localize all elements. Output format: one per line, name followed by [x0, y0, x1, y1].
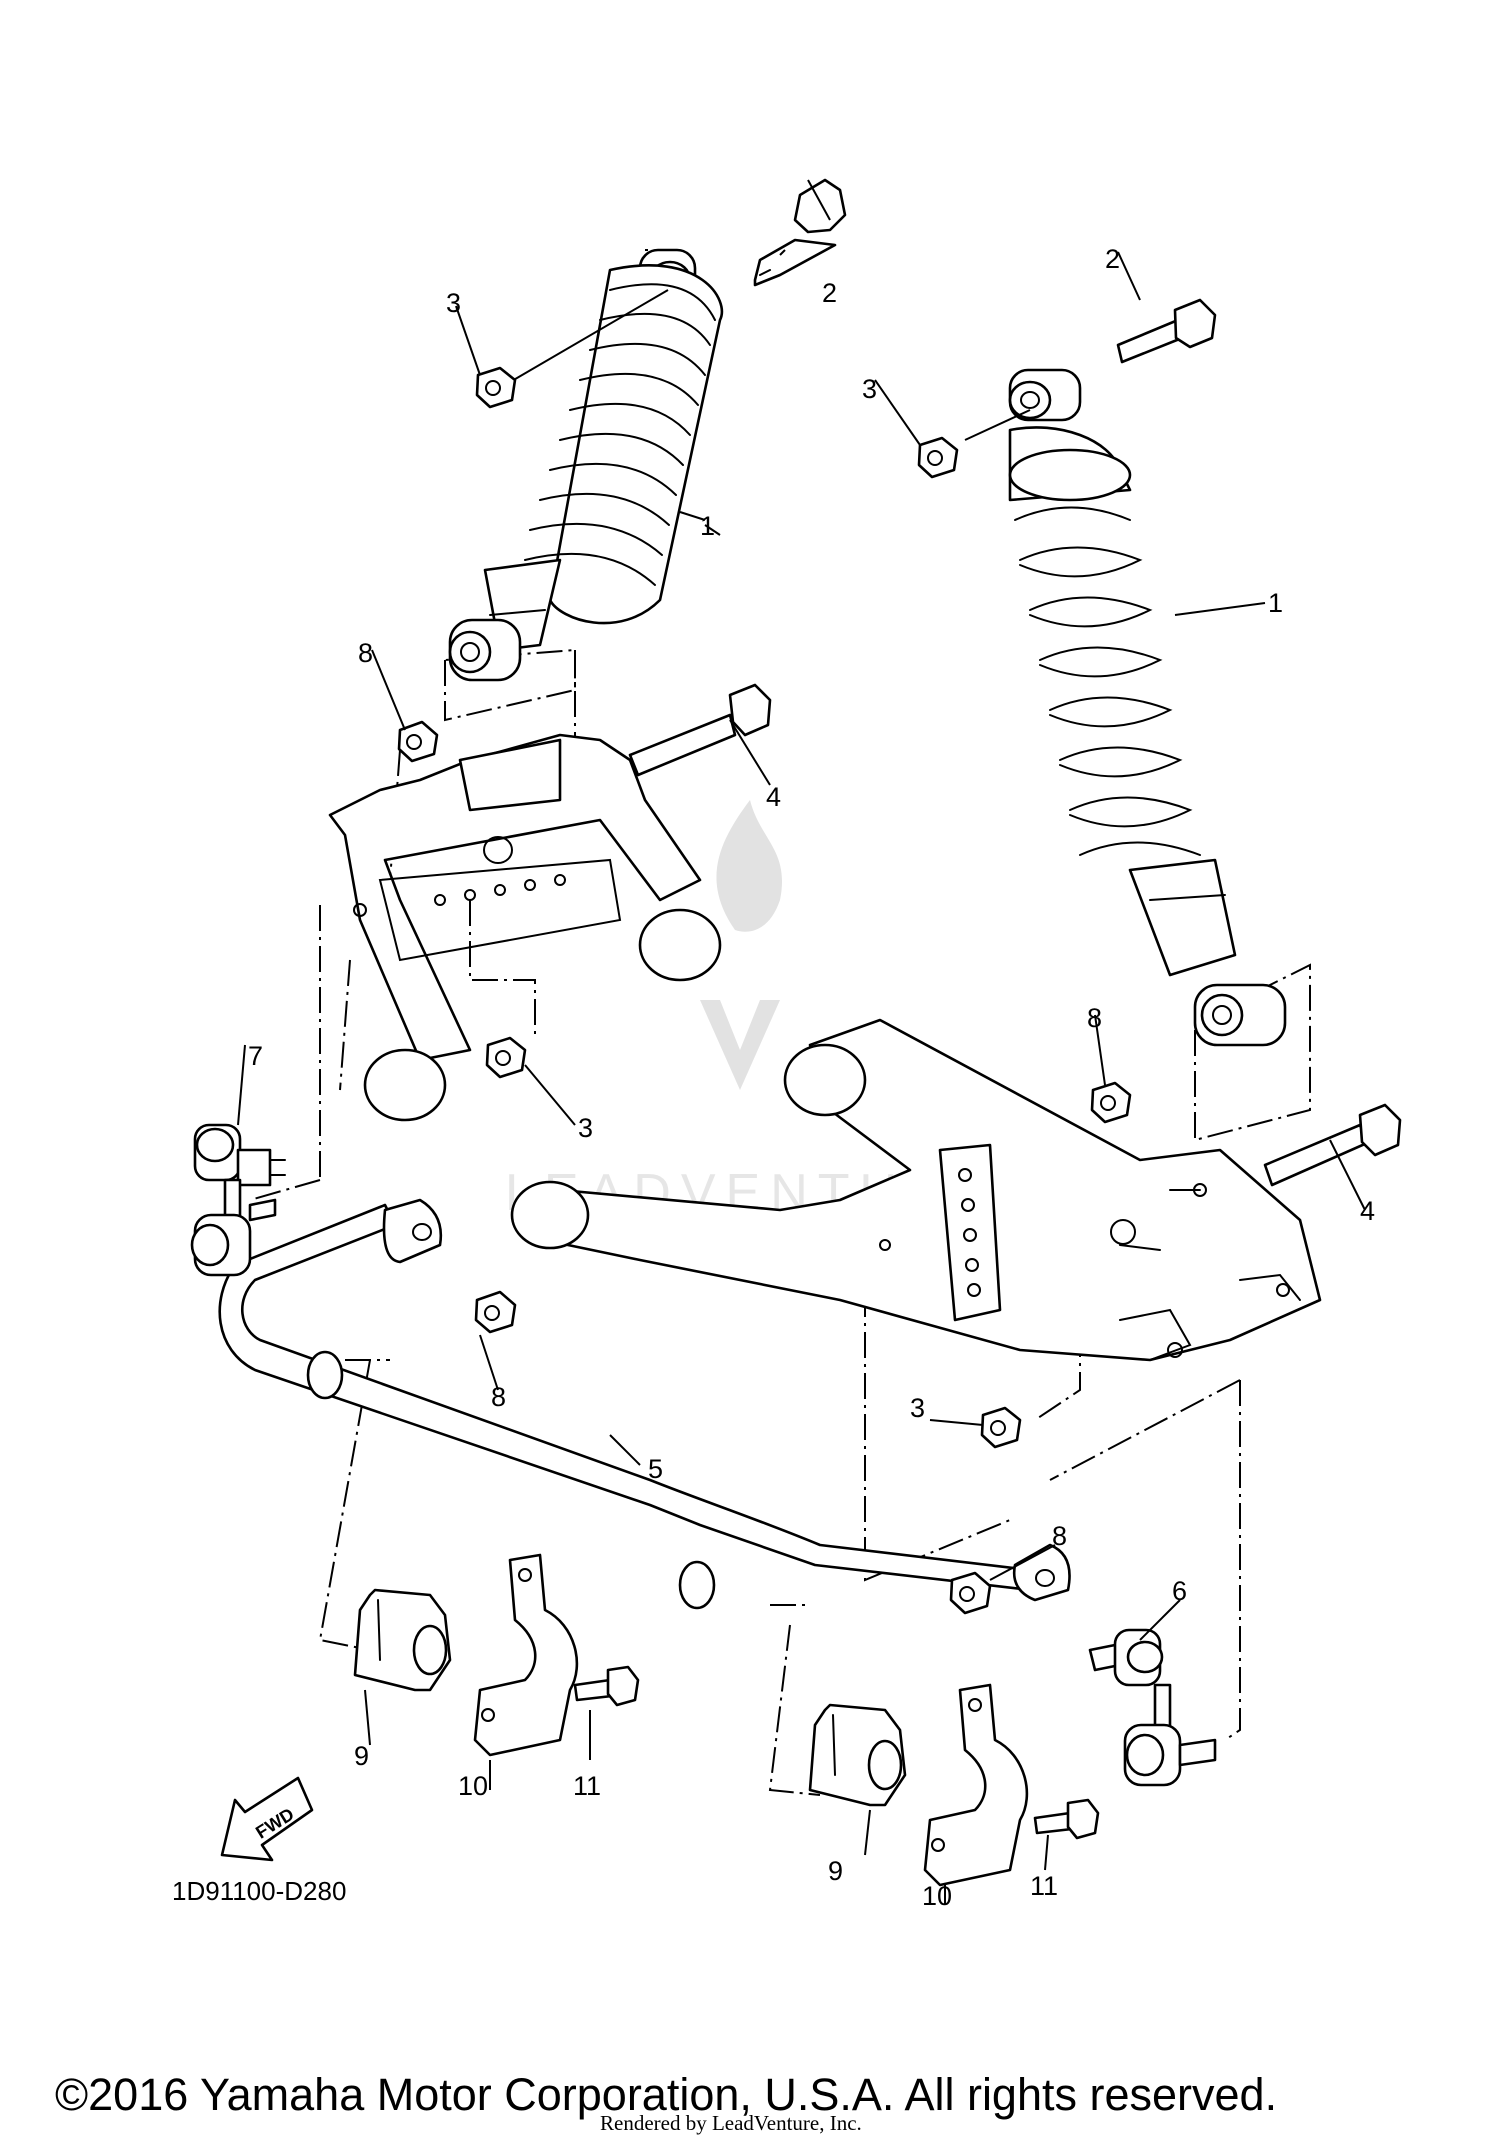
- nut-8-a: [397, 720, 439, 763]
- callout-7: 7: [248, 1041, 263, 1071]
- nut-3-a: [475, 366, 517, 409]
- bolt-2-right: [1116, 298, 1217, 364]
- bushing-9-left: [353, 1588, 452, 1692]
- callout-9-right: 9: [828, 1856, 843, 1886]
- swing-arm-left: [328, 733, 722, 1122]
- shock-absorber-right: [964, 368, 1287, 1047]
- callout-6: 6: [1172, 1576, 1187, 1606]
- callout-11-left: 11: [573, 1771, 601, 1801]
- bushing-9-right: [808, 1703, 907, 1807]
- callout-8-d: 8: [1052, 1521, 1067, 1551]
- callout-8-b: 8: [1087, 1003, 1102, 1033]
- callout-10-left: 10: [458, 1771, 488, 1801]
- clamp-10-left: [473, 1553, 579, 1757]
- callouts: 2 3 1 2 3 1 8 4 3 8 4 7 8 5 3 8 6 9 10 1…: [248, 244, 1375, 1911]
- callout-2-left: 2: [822, 278, 837, 308]
- nut-8-b: [1090, 1081, 1132, 1124]
- callout-1-left: 1: [700, 511, 715, 541]
- leader-lines: [237, 179, 1366, 1905]
- callout-3-c: 3: [578, 1113, 593, 1143]
- callout-4-right: 4: [1360, 1196, 1375, 1226]
- callout-3-b: 3: [862, 374, 877, 404]
- nut-8-c: [474, 1290, 517, 1334]
- callout-10-right: 10: [922, 1881, 952, 1911]
- nut-3-d: [980, 1406, 1022, 1449]
- swing-arm-right: [510, 1018, 1322, 1362]
- callout-3-a: 3: [446, 288, 461, 318]
- callout-4-left: 4: [766, 782, 781, 812]
- callout-11-right: 11: [1030, 1871, 1058, 1901]
- callout-8-c: 8: [491, 1382, 506, 1412]
- bolt-4-right: [1263, 1103, 1402, 1187]
- bolt-11-right: [1033, 1798, 1100, 1840]
- callout-9-left: 9: [354, 1741, 369, 1771]
- callout-5: 5: [648, 1454, 663, 1484]
- callout-8-a: 8: [358, 638, 373, 668]
- shock-absorber-left: [448, 248, 724, 682]
- clamp-10-right: [923, 1683, 1029, 1887]
- nut-8-d: [949, 1571, 992, 1615]
- rendered-by-text: Rendered by LeadVenture, Inc.: [600, 2111, 862, 2135]
- callout-1-right: 1: [1268, 588, 1283, 618]
- callout-3-d: 3: [910, 1393, 925, 1423]
- nut-3-c: [485, 1036, 527, 1079]
- end-link-left: [190, 1123, 286, 1277]
- fwd-arrow-icon: FWD: [220, 1776, 314, 1862]
- bolt-11-left: [573, 1665, 640, 1707]
- nut-3-b: [917, 436, 959, 479]
- copyright-text: ©2016 Yamaha Motor Corporation, U.S.A. A…: [55, 2069, 1277, 2120]
- callout-2-right: 2: [1105, 244, 1120, 274]
- bolt-2-left: [753, 178, 847, 287]
- bolt-4-left: [628, 683, 772, 777]
- end-link-right: [1088, 1628, 1217, 1787]
- diagram-code: 1D91100-D280: [172, 1876, 346, 1906]
